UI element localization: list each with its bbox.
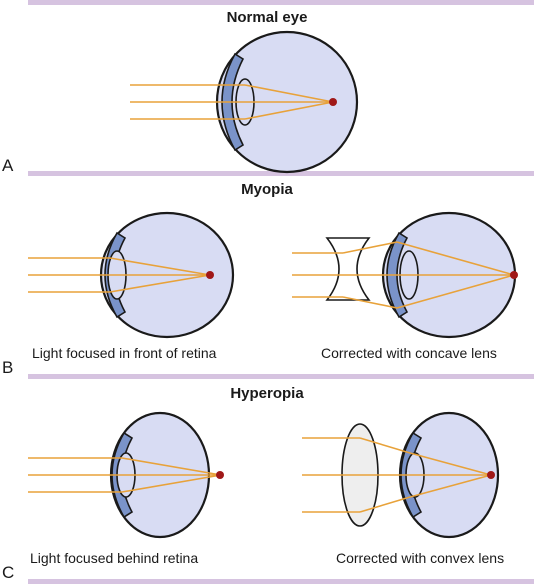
corrected-hyperopic-eye-focus-point xyxy=(487,471,495,479)
separator-band-top xyxy=(28,0,534,5)
panel-b-title: Myopia xyxy=(241,181,293,198)
corrected-myopic-eye-rays xyxy=(292,241,515,309)
separator-band-b xyxy=(28,374,534,379)
hyperopic-eye-focus-point xyxy=(216,471,224,479)
concave-lens xyxy=(325,237,371,301)
corrected-hyperopic-eye-rays xyxy=(302,437,492,513)
myopia-left-caption: Light focused in front of retina xyxy=(32,345,217,361)
myopia-right-caption: Corrected with concave lens xyxy=(321,345,497,361)
hyperopic-eye-rays xyxy=(28,457,222,493)
hyperopia-right-caption: Corrected with convex lens xyxy=(336,550,505,566)
separator-band-a xyxy=(28,171,534,176)
panel-b-letter: B xyxy=(2,358,14,377)
corrected-myopic-eye-focus-point xyxy=(510,271,518,279)
panel-a-letter: A xyxy=(2,156,14,175)
normal-eye-focus-point xyxy=(329,98,337,106)
myopic-eye-focus-point xyxy=(206,271,214,279)
panel-c-letter: C xyxy=(2,563,15,582)
myopic-eye-rays xyxy=(28,257,211,293)
panel-a-title: Normal eye xyxy=(226,9,308,26)
hyperopia-left-caption: Light focused behind retina xyxy=(30,550,199,566)
panel-c-title: Hyperopia xyxy=(230,385,304,402)
normal-eye-rays xyxy=(130,84,334,120)
separator-band-c xyxy=(28,579,534,584)
